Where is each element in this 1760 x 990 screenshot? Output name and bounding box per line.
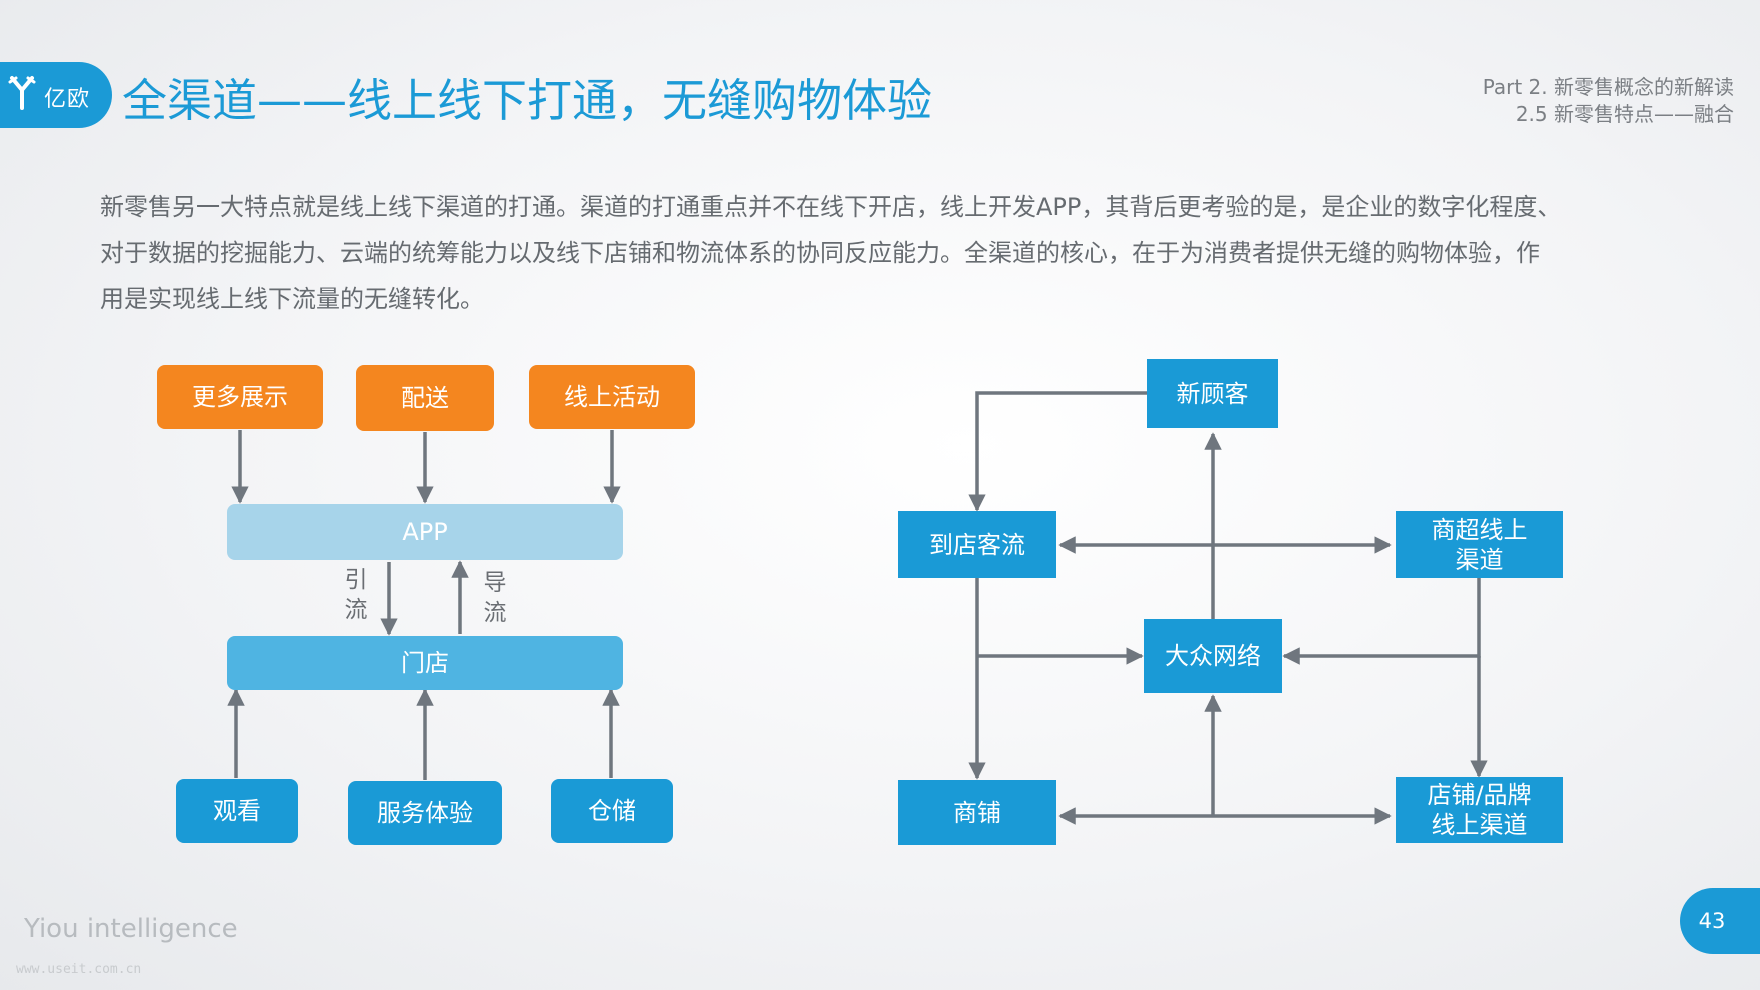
node-delivery: 配送 xyxy=(356,365,494,431)
node-online-activity: 线上活动 xyxy=(529,365,695,429)
node-service-experience: 服务体验 xyxy=(348,781,502,845)
logo-tab: 亿欧 xyxy=(0,62,112,128)
body-line: 用是实现线上线下流量的无缝转化。 xyxy=(100,285,484,313)
node-brand-online: 店铺/品牌线上渠道 xyxy=(1396,777,1563,843)
arrow-newcustomer-to-foottraffic xyxy=(968,391,1147,512)
section-breadcrumb: Part 2. 新零售概念的新解读 2.5 新零售特点——融合 xyxy=(1483,74,1734,128)
node-foot-traffic: 到店客流 xyxy=(898,511,1056,578)
arrow-supermarket-to-network xyxy=(1282,578,1481,665)
node-warehousing: 仓储 xyxy=(551,779,673,843)
body-line: 新零售另一大特点就是线上线下渠道的打通。渠道的打通重点并不在线下开店，线上开发A… xyxy=(100,193,1562,221)
part-label: Part 2. 新零售概念的新解读 xyxy=(1482,75,1734,99)
watermark: www.useit.com.cn xyxy=(16,962,142,977)
node-app: APP xyxy=(227,504,623,560)
page-number: 43 xyxy=(1680,888,1760,954)
node-shop: 商铺 xyxy=(898,780,1056,845)
node-new-customer: 新顾客 xyxy=(1147,359,1278,428)
logo-text: 亿欧 xyxy=(44,87,91,112)
label-attract-traffic: 引流 xyxy=(344,567,368,623)
label-guide-traffic: 导流 xyxy=(483,570,507,626)
yiou-logo-icon xyxy=(8,76,36,110)
section-label: 2.5 新零售特点——融合 xyxy=(1515,102,1734,126)
body-line: 对于数据的挖掘能力、云端的统筹能力以及线下店铺和物流体系的协同反应能力。全渠道的… xyxy=(100,239,1540,267)
node-store: 门店 xyxy=(227,636,623,690)
page-title: 全渠道——线上线下打通，无缝购物体验 xyxy=(122,74,933,127)
node-mass-network: 大众网络 xyxy=(1144,619,1282,693)
node-more-display: 更多展示 xyxy=(157,365,323,429)
node-watch: 观看 xyxy=(176,779,298,843)
body-paragraph: 新零售另一大特点就是线上线下渠道的打通。渠道的打通重点并不在线下开店，线上开发A… xyxy=(100,184,1670,322)
footer-brand: Yiou intelligence xyxy=(24,914,238,944)
node-supermarket-online: 商超线上渠道 xyxy=(1396,511,1563,578)
